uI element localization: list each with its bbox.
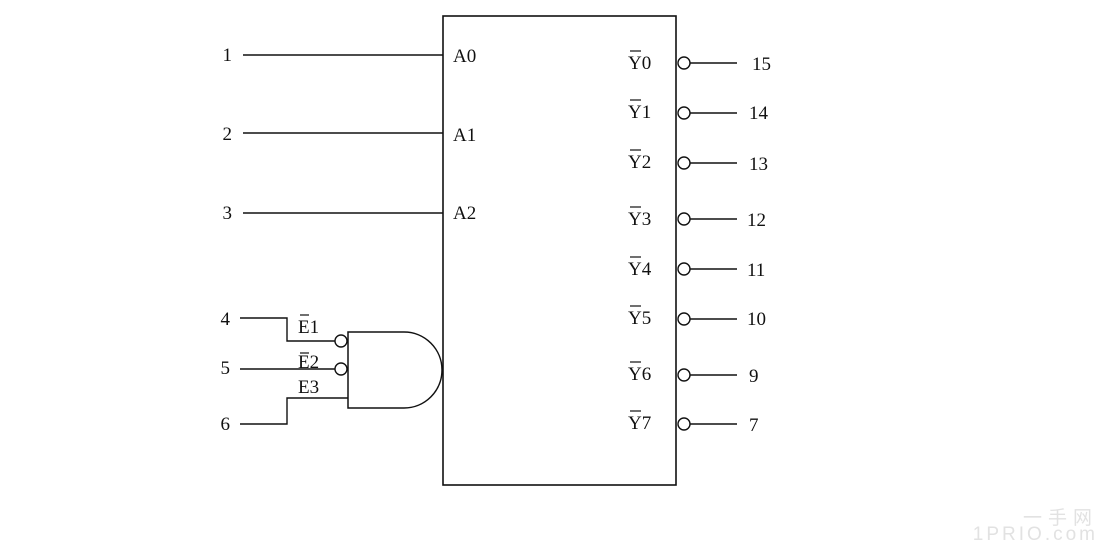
- pin-number: 1: [223, 45, 233, 66]
- decoder-chip-body: [442, 15, 677, 486]
- input-a0: 1 A0: [223, 45, 477, 67]
- pin-number: 7: [749, 415, 759, 436]
- and-gate: [347, 331, 443, 409]
- output-label: Y2: [628, 152, 651, 173]
- pin-number: 5: [221, 358, 231, 379]
- watermark-logo: 一手网: [1023, 507, 1098, 529]
- pin-number: 10: [747, 309, 766, 330]
- output-label: Y7: [628, 413, 651, 434]
- pin-number: 11: [747, 260, 765, 281]
- inversion-bubble: [677, 212, 691, 226]
- output-label: Y4: [628, 259, 652, 280]
- output-y0: Y0 15: [628, 50, 771, 75]
- output-y3: Y3 12: [628, 206, 766, 231]
- enable-wire: [240, 397, 348, 425]
- pin-number: 6: [221, 414, 231, 435]
- pin-number: 4: [221, 309, 231, 330]
- enable-e1: 4 E1: [221, 309, 348, 348]
- pin-number: 2: [223, 124, 233, 145]
- input-label: A0: [453, 46, 476, 67]
- output-y5: Y5 10: [628, 305, 766, 330]
- inversion-bubble: [677, 262, 691, 276]
- input-a1: 2 A1: [223, 124, 477, 146]
- input-label: A2: [453, 203, 476, 224]
- input-label: A1: [453, 125, 476, 146]
- pin-number: 14: [749, 103, 769, 124]
- inversion-bubble: [677, 368, 691, 382]
- watermark-subtext: 1PRIO.com: [973, 524, 1098, 545]
- inversion-bubble: [677, 106, 691, 120]
- input-a2: 3 A2: [223, 203, 477, 224]
- inversion-bubble: [677, 56, 691, 70]
- enable-label: E3: [298, 377, 319, 398]
- output-y1: Y1 14: [628, 99, 769, 124]
- inversion-bubble: [334, 334, 348, 348]
- pin-number: 13: [749, 154, 768, 175]
- output-y2: Y2 13: [628, 149, 768, 175]
- watermark: 一手网 1PRIO.com: [973, 507, 1098, 545]
- output-label: Y3: [628, 209, 651, 230]
- output-y7: Y7 7: [628, 410, 759, 436]
- enable-e3: 6 E3: [221, 377, 348, 435]
- pin-number: 12: [747, 210, 766, 231]
- pin-number: 9: [749, 366, 759, 387]
- inversion-bubble: [334, 362, 348, 376]
- output-y4: Y4 11: [628, 256, 765, 281]
- output-label: Y5: [628, 308, 651, 329]
- output-label: Y6: [628, 364, 651, 385]
- pin-number: 15: [752, 54, 771, 75]
- inversion-bubble: [677, 312, 691, 326]
- pin-number: 3: [223, 203, 233, 224]
- inversion-bubble: [677, 156, 691, 170]
- enable-e2: 5 E2: [221, 352, 348, 379]
- enable-label: E2: [298, 352, 319, 373]
- inversion-bubble: [677, 417, 691, 431]
- enable-wire: [240, 317, 335, 342]
- output-label: Y0: [628, 53, 651, 74]
- enable-label: E1: [298, 317, 319, 338]
- output-label: Y1: [628, 102, 651, 123]
- output-y6: Y6 9: [628, 361, 759, 387]
